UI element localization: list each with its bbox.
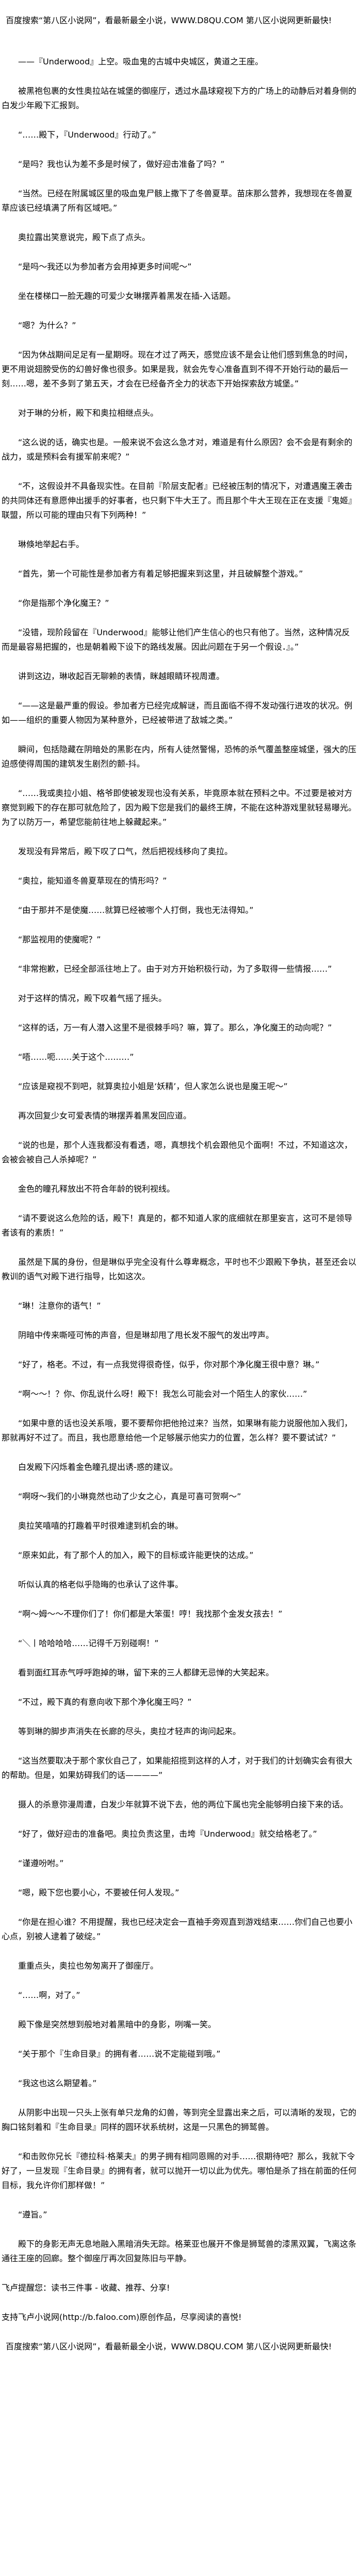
story-paragraph: 对于这样的情况，殿下叹着气摇了摇头。 xyxy=(18,993,167,1003)
novel-page: 百度搜索“第八区小说网”，看最新最全小说，WWW.D8QU.COM 第八区小说网… xyxy=(2,15,357,2354)
story-paragraph: “啊呀～我们的小琳竟然也动了少女之心，真是可喜可贺啊～” xyxy=(18,1492,241,1501)
story-paragraph: 虽然是下属的身份，但是琳似乎完全没有什么尊卑概念，平时也不少跟殿下争执，甚至还会… xyxy=(2,1257,357,1281)
story-paragraph: “好了，做好迎击的准备吧。奥拉负责这里，击垮『Underwood』就交给格老了。… xyxy=(18,1829,317,1839)
story-paragraph: “首先，第一个可能性是参加者方有着足够把握来到这里，并且破解整个游戏。” xyxy=(18,569,303,579)
story-paragraph: “说的也是，那个人连我都没有看透，嗯，真想找个机会跟他见个面啊！不过，不知道这次… xyxy=(2,1140,353,1164)
story-paragraph: “……殿下，『Underwood』行动了。” xyxy=(18,130,156,140)
story-paragraph: “不过，殿下真的有意向收下那个净化魔王吗？” xyxy=(18,1697,192,1707)
story-paragraph: “应该是窥视不到吧，就算奥拉小姐是‘妖精’，但人家怎么说也是魔王呢～” xyxy=(18,1081,288,1091)
story-paragraph: “和击败你兄长『德拉科·格莱夫』的男子拥有相同恩赐的对手……很期待吧？那么，我就… xyxy=(2,2151,357,2190)
story-paragraph: 讲到这边，琳收起百无聊赖的表情，眯越眼睛环视周遭。 xyxy=(18,671,225,681)
story-paragraph: 对于琳的分析，殿下和奥拉相继点头。 xyxy=(18,408,159,418)
story-paragraph: 阴暗中传来嘶哑可怖的声音，但是琳却甩了甩长发不服气的发出哼声。 xyxy=(18,1330,274,1340)
story-paragraph: “这么说的话，确实也是。一般来说不会这么急才对，难道是有什么原因？会不会是有剩余… xyxy=(2,437,353,462)
story-paragraph: “琳！注意你的语气！” xyxy=(18,1301,101,1311)
story-paragraph: “啊～～！？你、你乱说什么呀！殿下！我怎么可能会对一个陌生人的家伙……” xyxy=(18,1389,307,1399)
story-paragraph: “谨遵吩咐。” xyxy=(18,1858,64,1868)
story-paragraph: 重重点头，奥拉也匆匆离开了御座厅。 xyxy=(18,1961,159,1971)
story-paragraph: “啊～姆～～不理你们了！你们都是大笨蛋！哼！我找那个金发女孩去！” xyxy=(18,1609,283,1619)
story-paragraph: “那监视用的使魔呢？” xyxy=(18,935,101,944)
story-paragraph: “你是在担心谁？不用提醒，我也已经决定会一直袖手旁观直到游戏结束……你们自己也要… xyxy=(2,1917,353,1941)
story-paragraph: “是吗？我也认为差不多是时候了，做好迎击准备了吗？” xyxy=(18,159,225,169)
story-paragraph: “我这也这么期望着。” xyxy=(18,2078,97,2088)
story-paragraph: “嗯？为什么？” xyxy=(18,320,76,330)
story-paragraph: 白发殿下闪烁着金色瞳孔提出诱-惑的建议。 xyxy=(18,1462,178,1472)
story-paragraph: “这样的话，万一有人潜入这里不是很棘手吗？嘛，算了。那么，净化魔王的动向呢？” xyxy=(18,1023,332,1032)
chapter-body: ——『Underwood』上空。吸血鬼的古城中央城区，黄道之王座。被黑袍包裹的女… xyxy=(2,55,357,2354)
story-paragraph: “……我或奥拉小姐、格爷即使被发现也没有关系，毕竟原本就在预料之中。不过要是被对… xyxy=(2,788,357,827)
story-paragraph: 金色的瞳孔释放出不符合年龄的锐利视线。 xyxy=(18,1184,175,1194)
site-ad-header: 百度搜索“第八区小说网”，看最新最全小说，WWW.D8QU.COM 第八区小说网… xyxy=(6,15,332,25)
story-paragraph: “原来如此，有了那个人的加入，殿下的目标或许能更快的达成。” xyxy=(18,1550,254,1560)
story-paragraph: 等到琳的脚步声消失在长廊的尽头，奥拉才轻声的询问起来。 xyxy=(18,1726,241,1736)
story-paragraph: “你是指那个净化魔王？” xyxy=(18,598,109,608)
story-paragraph: “遵旨。” xyxy=(18,2210,47,2219)
reminder-text: 飞卢提醒您：读书三件事 - 收藏、推荐、分享! xyxy=(2,2283,170,2293)
story-paragraph: “＼丨哈哈哈哈……记得千万别碰啊！” xyxy=(18,1638,159,1648)
support-text: 支持飞卢小说网(http://b.faloo.com)原创作品，尽享阅读的喜悦! xyxy=(2,2312,242,2322)
chapter-footer: 飞卢提醒您：读书三件事 - 收藏、推荐、分享! 支持飞卢小说网(http://b… xyxy=(2,2281,357,2354)
story-paragraph: 殿下的身影无声无息地融入黑暗消失无踪。格莱亚也展开不像是狮鹫兽的漆黑双翼，飞离这… xyxy=(2,2239,357,2263)
story-paragraph: “嗯，殿下您也要小心，不要被任何人发现。” xyxy=(18,1888,179,1897)
site-ad-footer: 百度搜索“第八区小说网”，看最新最全小说，WWW.D8QU.COM 第八区小说网… xyxy=(6,2342,332,2351)
story-paragraph: “是吗～我还以为参加者方会用掉更多时间呢～” xyxy=(18,262,192,272)
story-paragraph: “好了，格老。不过，有一点我觉得很奇怪，似乎，你对那个净化魔王很中意？琳。” xyxy=(18,1360,320,1369)
story-paragraph: “奥拉，能知道冬兽夏草现在的情形吗？” xyxy=(18,876,167,886)
story-paragraph: 发现没有异常后，殿下叹了口气，然后把视线移向了奥拉。 xyxy=(18,846,233,856)
story-paragraph: “——这是最严重的假设。参加者方已经完成解谜，而且面临不得不发动强行进攻的状况。… xyxy=(2,701,353,725)
story-paragraph: 奥拉笑嘻嘻的打趣着平时很难逮到机会的琳。 xyxy=(18,1521,184,1531)
story-paragraph: 坐在楼梯口一脸无趣的可爱少女琳摆弄着黑发在插-入话题。 xyxy=(18,291,236,301)
story-paragraph: “由于那并不是使魔……就算已经被哪个人打倒，我也无法得知。” xyxy=(18,905,254,915)
story-paragraph: “不，这假设并不具备现实性。在目前『阶层支配者』已经被压制的情况下，对遭遇魔王袭… xyxy=(2,481,357,520)
story-paragraph: ——『Underwood』上空。吸血鬼的古城中央城区，黄道之王座。 xyxy=(18,57,264,66)
story-paragraph: “因为休战期间足足有一星期呀。现在才过了两天，感觉应该不是会让他们感到焦急的时间… xyxy=(2,350,353,388)
story-paragraph: 殿下像是突然想到般地对着黑暗中的身影，咧嘴一笑。 xyxy=(18,2020,217,2029)
story-paragraph: 看到面红耳赤气呼呼跑掉的琳，留下来的三人都肆无忌惮的大笑起来。 xyxy=(18,1668,274,1677)
story-paragraph: “请不要说这么危险的话，殿下！真是的，都不知道人家的底细就在那里妄言，这可不是领… xyxy=(2,1213,353,1238)
paragraph-list: ——『Underwood』上空。吸血鬼的古城中央城区，黄道之王座。被黑袍包裹的女… xyxy=(2,55,357,2266)
story-paragraph: “没错，现阶段留在『Underwood』能够让他们产生信心的也只有他了。当然，这… xyxy=(2,628,350,652)
story-paragraph: “唔……呃……关于这个………” xyxy=(18,1052,134,1062)
story-paragraph: 琳倏地举起右手。 xyxy=(18,539,85,549)
story-paragraph: “当然。已经在附属城区里的吸血鬼尸骸上撒下了冬兽夏草。苗床那么营养，我想现在冬兽… xyxy=(2,189,353,213)
story-paragraph: 奥拉露出笑意说完，殿下点了点头。 xyxy=(18,232,151,242)
story-paragraph: 从阴影中出现一只头上张有单只龙角的幻兽，等到完全显露出来之后，可以清晰的发现，它… xyxy=(2,2108,357,2132)
story-paragraph: 瞬间，包括隐藏在阴暗处的黑影在内，所有人徒然警惕，恐怖的杀气覆盖整座城堡，强大的… xyxy=(2,744,357,769)
story-paragraph: “关于那个『生命目录』的拥有者……说不定能碰到哦。” xyxy=(18,2049,221,2059)
story-paragraph: 再次回复少女可爱表情的琳摆弄着黑发回应道。 xyxy=(18,1111,192,1121)
story-paragraph: “如果中意的话也没关系哦，要不要帮你把他抢过来？当然，如果琳有能力说服他加入我们… xyxy=(2,1418,353,1443)
story-paragraph: 听似认真的格老似乎隐晦的也承认了这件事。 xyxy=(18,1580,184,1589)
story-paragraph: “这当然要取决于那个家伙自己了，如果能招揽到这样的人才，对于我们的计划确实会有很… xyxy=(2,1756,353,1780)
story-paragraph: 摄人的杀意弥漫周遭，白发少年就算不说下去，他的两位下属也完全能够明白接下来的话。 xyxy=(18,1800,349,1809)
story-paragraph: “……啊，对了。” xyxy=(18,1990,80,2000)
story-paragraph: 被黑袍包裹的女性奥拉站在城堡的御座厅，透过水晶球窥视下方的广场上的动静后对着身侧… xyxy=(2,86,357,110)
story-paragraph: “非常抱歉，已经全部派往地上了。由于对方开始积极行动，为了多取得一些情报……” xyxy=(18,964,332,974)
